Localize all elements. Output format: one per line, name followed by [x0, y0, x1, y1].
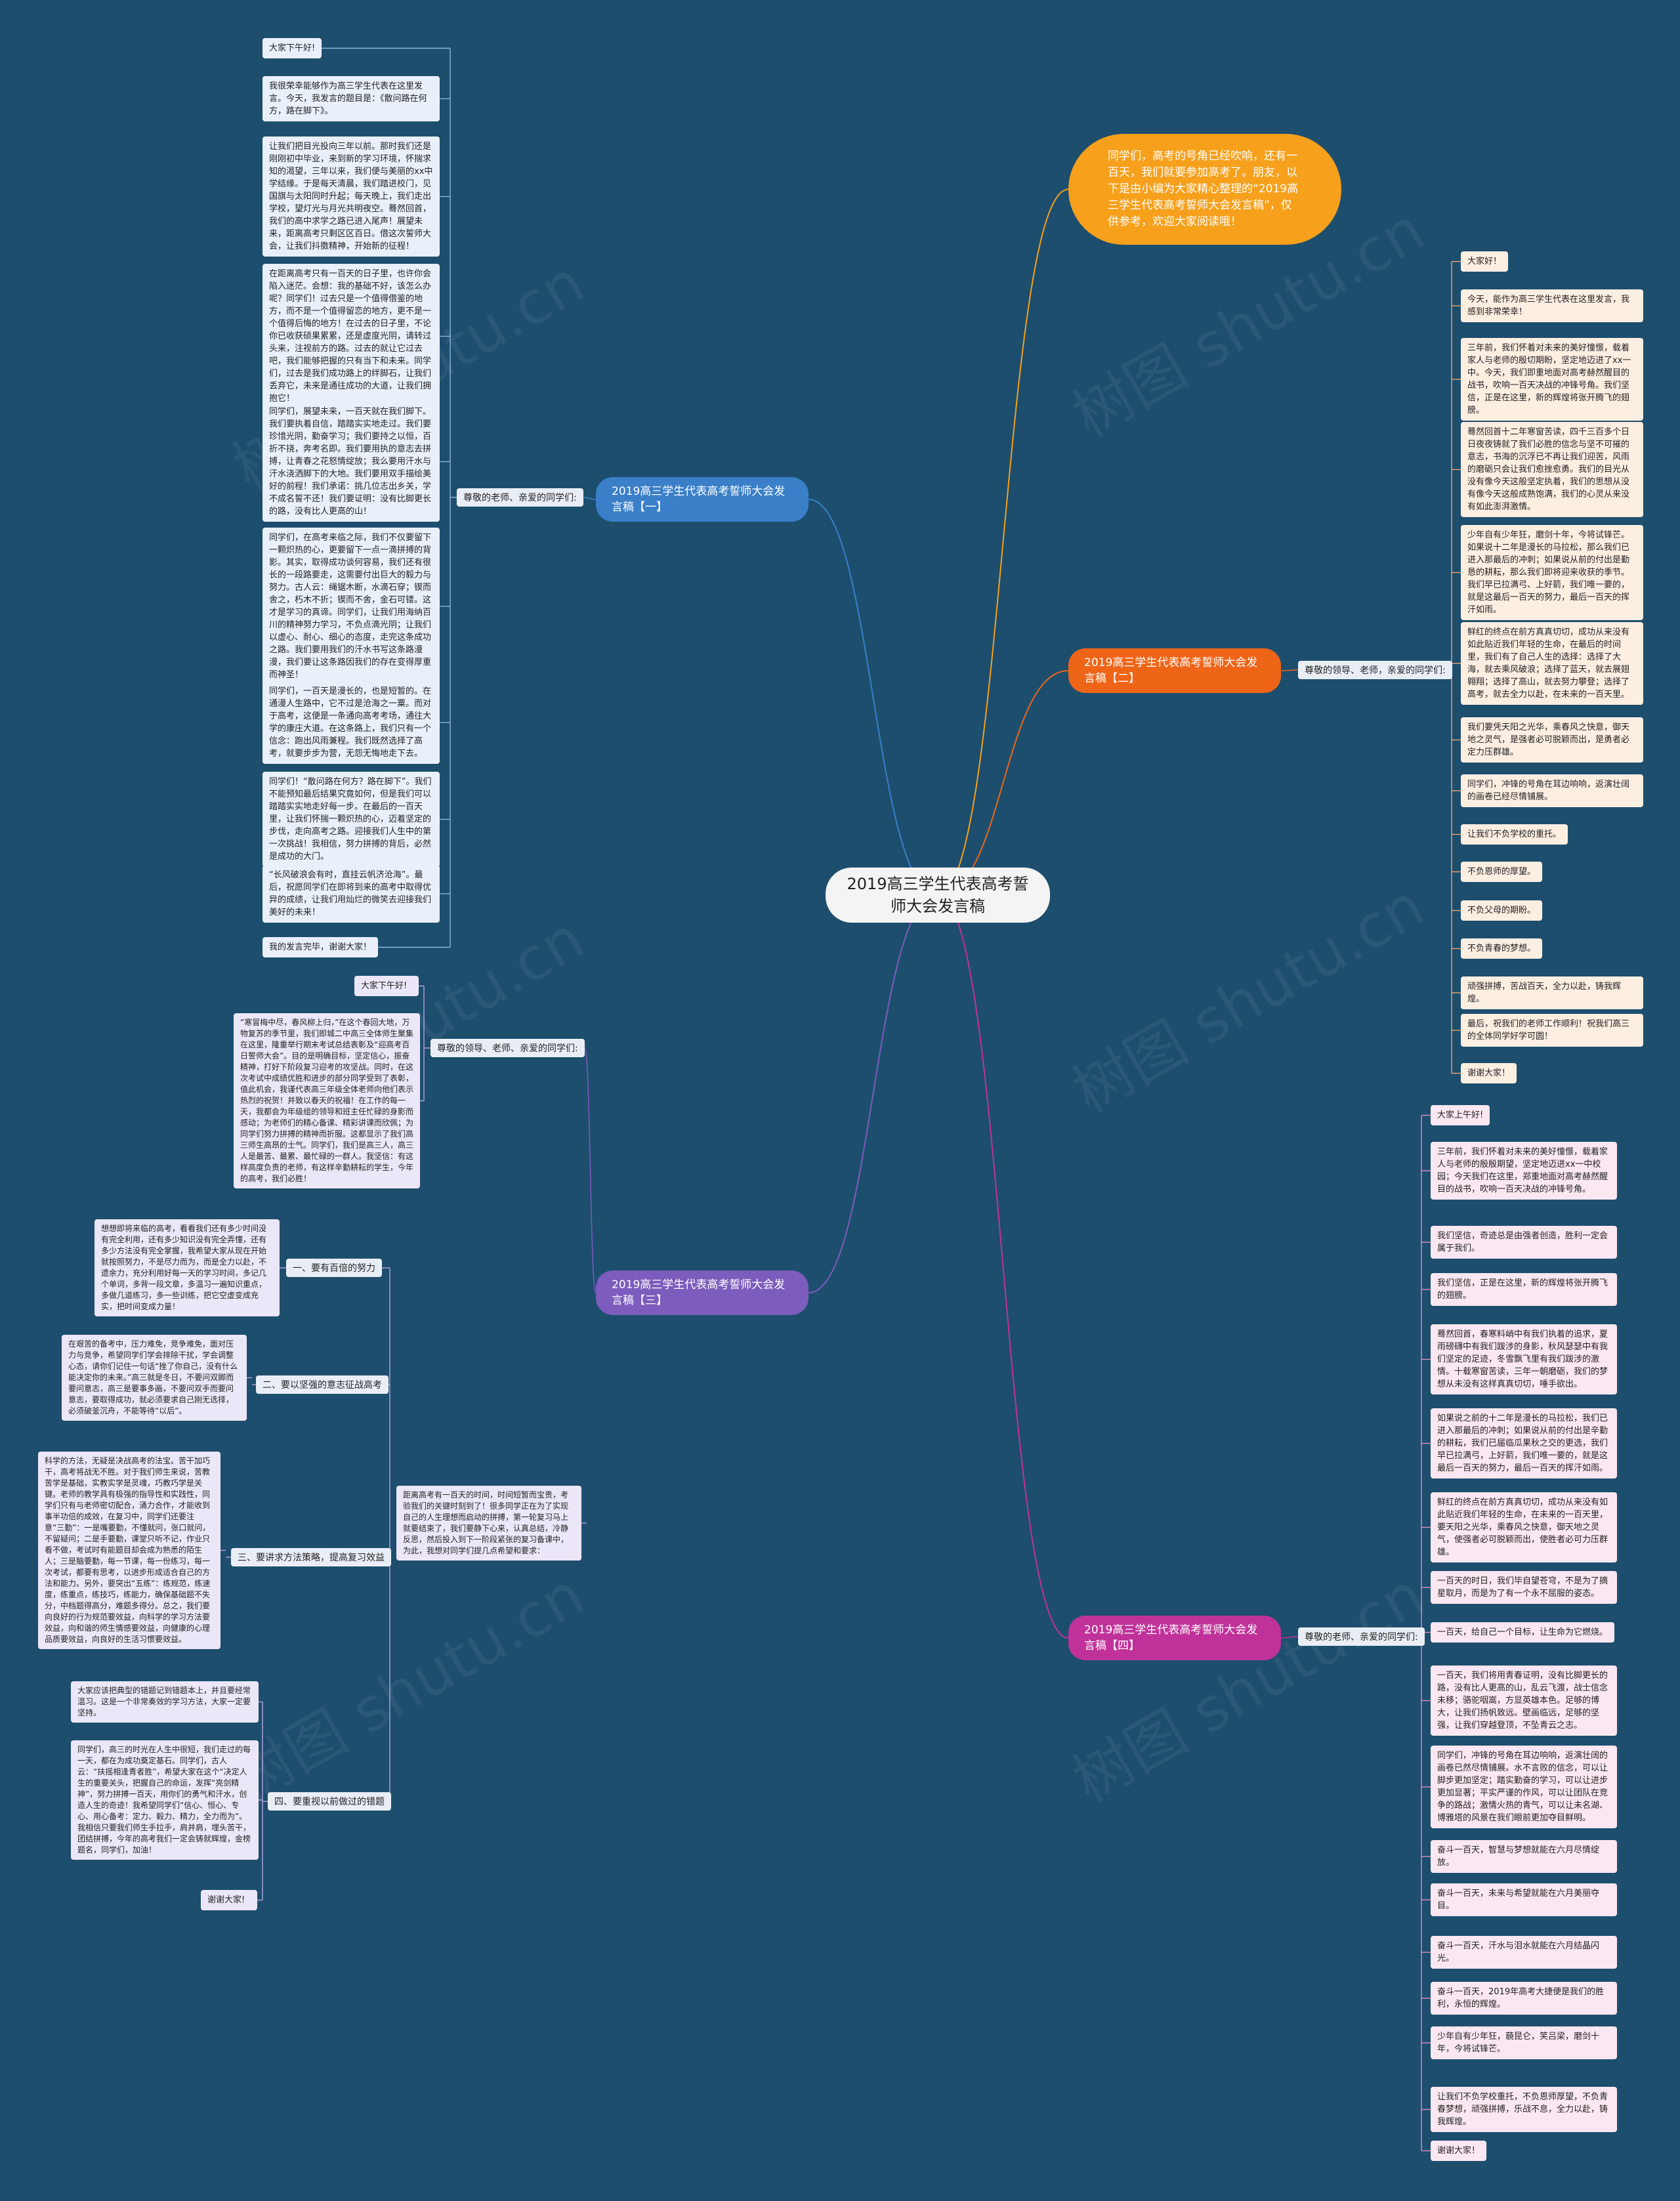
speech-paragraph: 距离高考有一百天的时间，时间短暂而宝贵，考验我们的关键时刻到了！很多同学正在为了…: [396, 1486, 581, 1561]
connector-line: [808, 499, 938, 896]
speech-item: 我们坚信，奇迹总是由强者创造，胜利一定会属于我们。: [1431, 1226, 1617, 1259]
speech-item: 同学们！“散问路在何方？路在脚下”。我们不能预知最后结果究竟如何，但是我们可以踏…: [262, 772, 440, 867]
speech-item: 大家上午好!: [1431, 1105, 1490, 1125]
speech-item: “长风破浪会有时，直挂云帆济沧海”。最后，祝愿同学们在即将到来的高考中取得优异的…: [262, 865, 440, 923]
speech-item: 一百天的时日，我们毕自望苍穹，不是为了摘星取月，而是为了有一个永不屈服的姿态。: [1431, 1571, 1617, 1604]
sub-topic-label: 二、要以坚强的意志征战高考: [256, 1375, 388, 1394]
speech-item: 顽强拼搏，苦战百天，全力以赴，铸我辉煌。: [1461, 976, 1643, 1009]
speech-item: 蓦然回首，春寒料峭中有我们执着的追求，夏雨磅礴中有我们跋涉的身影，秋风瑟瑟中有我…: [1431, 1324, 1617, 1394]
speech-item: 大家下午好!: [262, 38, 322, 58]
speech-item: 让我们不负学校重托，不负恩师厚望，不负青春梦想，顽强拼搏，乐战不息，全力以赴，铸…: [1431, 2087, 1617, 2132]
speech-item: 一百天，给自己一个目标，让生命为它燃烧。: [1431, 1622, 1615, 1643]
speech-item: 不负青春的梦想。: [1461, 938, 1543, 959]
greeting-text: 大家下午好!: [354, 976, 419, 996]
speech-item: 奋斗一百天，2019年高考大捷便是我们的胜利，永恒的辉煌。: [1431, 1982, 1617, 2015]
branch-one[interactable]: 2019高三学生代表高考誓师大会发言稿【一】: [596, 477, 808, 522]
speech-item: 奋斗一百天，汗水与泪水就能在六月结晶闪光。: [1431, 1936, 1617, 1969]
speech-item: 鲜红的终点在前方真真切切，成功从来没有如此贴近我们年轻的生命，在未来的一百天里，…: [1431, 1492, 1617, 1562]
sub-topic-label: 三、要讲求方法策略，提高复习效益: [231, 1548, 391, 1566]
connector-line: [937, 670, 1069, 896]
branch-four[interactable]: 2019高三学生代表高考誓师大会发言稿【四】: [1068, 1616, 1281, 1660]
sub-topic-label: 一、要有百倍的努力: [286, 1259, 382, 1277]
speech-item: 大家好！: [1461, 251, 1509, 272]
sub-topic-label: 四、要重视以前做过的错题: [268, 1792, 391, 1811]
speech-item: 同学们，一百天是漫长的，也是短暂的。在通漫人生路中，它不过是沧海之一粟。而对于高…: [262, 681, 440, 764]
speech-item: 在距离高考只有一百天的日子里，也许你会陷入迷茫。会想：我的基础不好，该怎么办呢？…: [262, 264, 440, 409]
connector-line: [583, 497, 597, 500]
branch-three[interactable]: 2019高三学生代表高考誓师大会发言稿【三】: [596, 1270, 808, 1315]
speech-item: 让我们把目光投向三年以前。那时我们还是刚刚初中毕业，来到新的学习环境，怀揣求知的…: [262, 136, 440, 257]
speech-item: 奋斗一百天，未来与希望就能在六月美丽夺目。: [1431, 1883, 1617, 1916]
speech-item: 如果说之前的十二年是漫长的马拉松，我们已进入那最后的冲刺；如果说从前的付出是辛勤…: [1431, 1408, 1617, 1478]
speech-item: 一百天，我们将用青春证明，没有比脚更长的路，没有比人更高的山，乱云飞渡，战士信念…: [1431, 1666, 1617, 1736]
speech-item: 我们要凭天阳之光华，乘春风之快意，御天地之灵气，是强者必可脱颖而出，是勇者必定力…: [1461, 717, 1643, 763]
salutation-label: 尊敬的老师、亲爱的同学们:: [1298, 1627, 1425, 1646]
speech-item: 同学们，展望未来，一百天就在我们脚下。我们要执着自信，踏踏实实地走过。我们要珍惜…: [262, 402, 440, 522]
speech-item: 不负父母的期盼。: [1461, 900, 1543, 921]
salutation-label: 尊敬的老师、亲爱的同学们:: [457, 488, 583, 507]
speech-item: 蓦然回首十二年寒窗苦读，四千三百多个日日夜夜铸就了我们必胜的信念与坚不可摧的意志…: [1461, 422, 1643, 517]
sub-topic-text: 大家应该把典型的错题记到错题本上，并且要经常温习。这是一个非常奏效的学习方法，大…: [71, 1681, 259, 1723]
speech-item: 奋斗一百天，智慧与梦想就能在六月尽情绽放。: [1431, 1840, 1617, 1873]
branch-two[interactable]: 2019高三学生代表高考誓师大会发言稿【二】: [1068, 648, 1281, 693]
speech-item: 不负恩师的厚望。: [1461, 862, 1543, 882]
speech-item: 我的发言完毕，谢谢大家！: [262, 937, 379, 957]
connector-line: [584, 1047, 597, 1293]
speech-item: 今天，能作为高三学生代表在这里发言，我感到非常荣幸！: [1461, 289, 1643, 322]
sub-topic-text: 在艰苦的备考中，压力难免，竞争难免，面对压力与竞争，希望同学们学会排除干扰，学会…: [62, 1335, 247, 1421]
connector-line: [1280, 1636, 1299, 1639]
speech-item: 少年自有少年狂，磨剑十年，今将试锋芒。如果说十二年是漫长的马拉松，那么我们已进入…: [1461, 525, 1643, 620]
speech-paragraph: “寒冒梅中尽，春风柳上归，”在这个春回大地，万物复苏的季节里，我们即城二中高三全…: [234, 1013, 420, 1188]
speech-item: 谢谢大家！: [1431, 2141, 1487, 2161]
connector-line: [937, 894, 1069, 1639]
speech-item: 三年前，我们怀着对未来的美好憧憬，载着家人与老师的殷殷期望，坚定地迈进xx一中校…: [1431, 1142, 1617, 1200]
connector-line: [937, 188, 1069, 896]
speech-item: 同学们，在高考来临之际，我们不仅要留下一颗炽热的心，更要留下一点一滴拼搏的背影。…: [262, 528, 440, 685]
salutation-label: 尊敬的领导、老师、亲爱的同学们:: [430, 1039, 585, 1057]
speech-item: 我很荣幸能够作为高三学生代表在这里发言。今天，我发言的题目是：《散问路在何方，路…: [262, 76, 440, 121]
sub-topic-text: 科学的方法，无疑是决战高考的法宝。苦干加巧干，高考将战无不胜。对于我们师生来说，…: [38, 1452, 220, 1649]
speech-item: 我们坚信，正是在这里，新的辉煌将张开腾飞的翅膀。: [1431, 1273, 1617, 1306]
speech-paragraph: 同学们，高三的时光在人生中很短，我们走过的每一天，都在为成功奠定基石。同学们，古…: [71, 1740, 259, 1860]
sub-topic-text: 想想即将来临的高考，看看我们还有多少时间没有完全利用，还有多少知识没有完全弄懂，…: [94, 1219, 280, 1316]
thanks-text: 谢谢大家!: [201, 1890, 257, 1910]
connector-line: [808, 894, 938, 1293]
connector-line: [1280, 669, 1299, 671]
central-topic[interactable]: 2019高三学生代表高考誓师大会发言稿: [826, 868, 1050, 923]
speech-item: 最后，祝我们的老师工作顺利！祝我们高三的全体同学好学可圆！: [1461, 1014, 1643, 1047]
salutation-label: 尊敬的领导、老师，亲爱的同学们:: [1298, 661, 1452, 679]
speech-item: 少年自有少年狂，藐昆仑，笑吕梁，磨剑十年，今将试锋芒。: [1431, 2026, 1617, 2059]
speech-item: 谢谢大家！: [1461, 1063, 1517, 1083]
speech-item: 同学们，冲锋的号角在耳边响响，返演壮阔的画卷已然尽情铺展。水不言败的信念，可以让…: [1431, 1746, 1617, 1828]
speech-item: 同学们，冲锋的号角在耳边响响，返演壮阔的画卷已经尽情铺展。: [1461, 774, 1643, 807]
intro-node[interactable]: 同学们，高考的号角已经吹响，还有一百天，我们就要参加高考了。朋友，以下是由小编为…: [1068, 134, 1341, 245]
speech-item: 三年前，我们怀着对未来的美好憧憬，载着家人与老师的殷切期盼，坚定地迈进了xx一中…: [1461, 338, 1643, 421]
speech-item: 让我们不负学校的重托。: [1461, 824, 1568, 845]
speech-item: 鲜红的终点在前方真真切切，成功从来没有如此贴近我们年轻的生命，在最后的时间里，我…: [1461, 622, 1643, 705]
